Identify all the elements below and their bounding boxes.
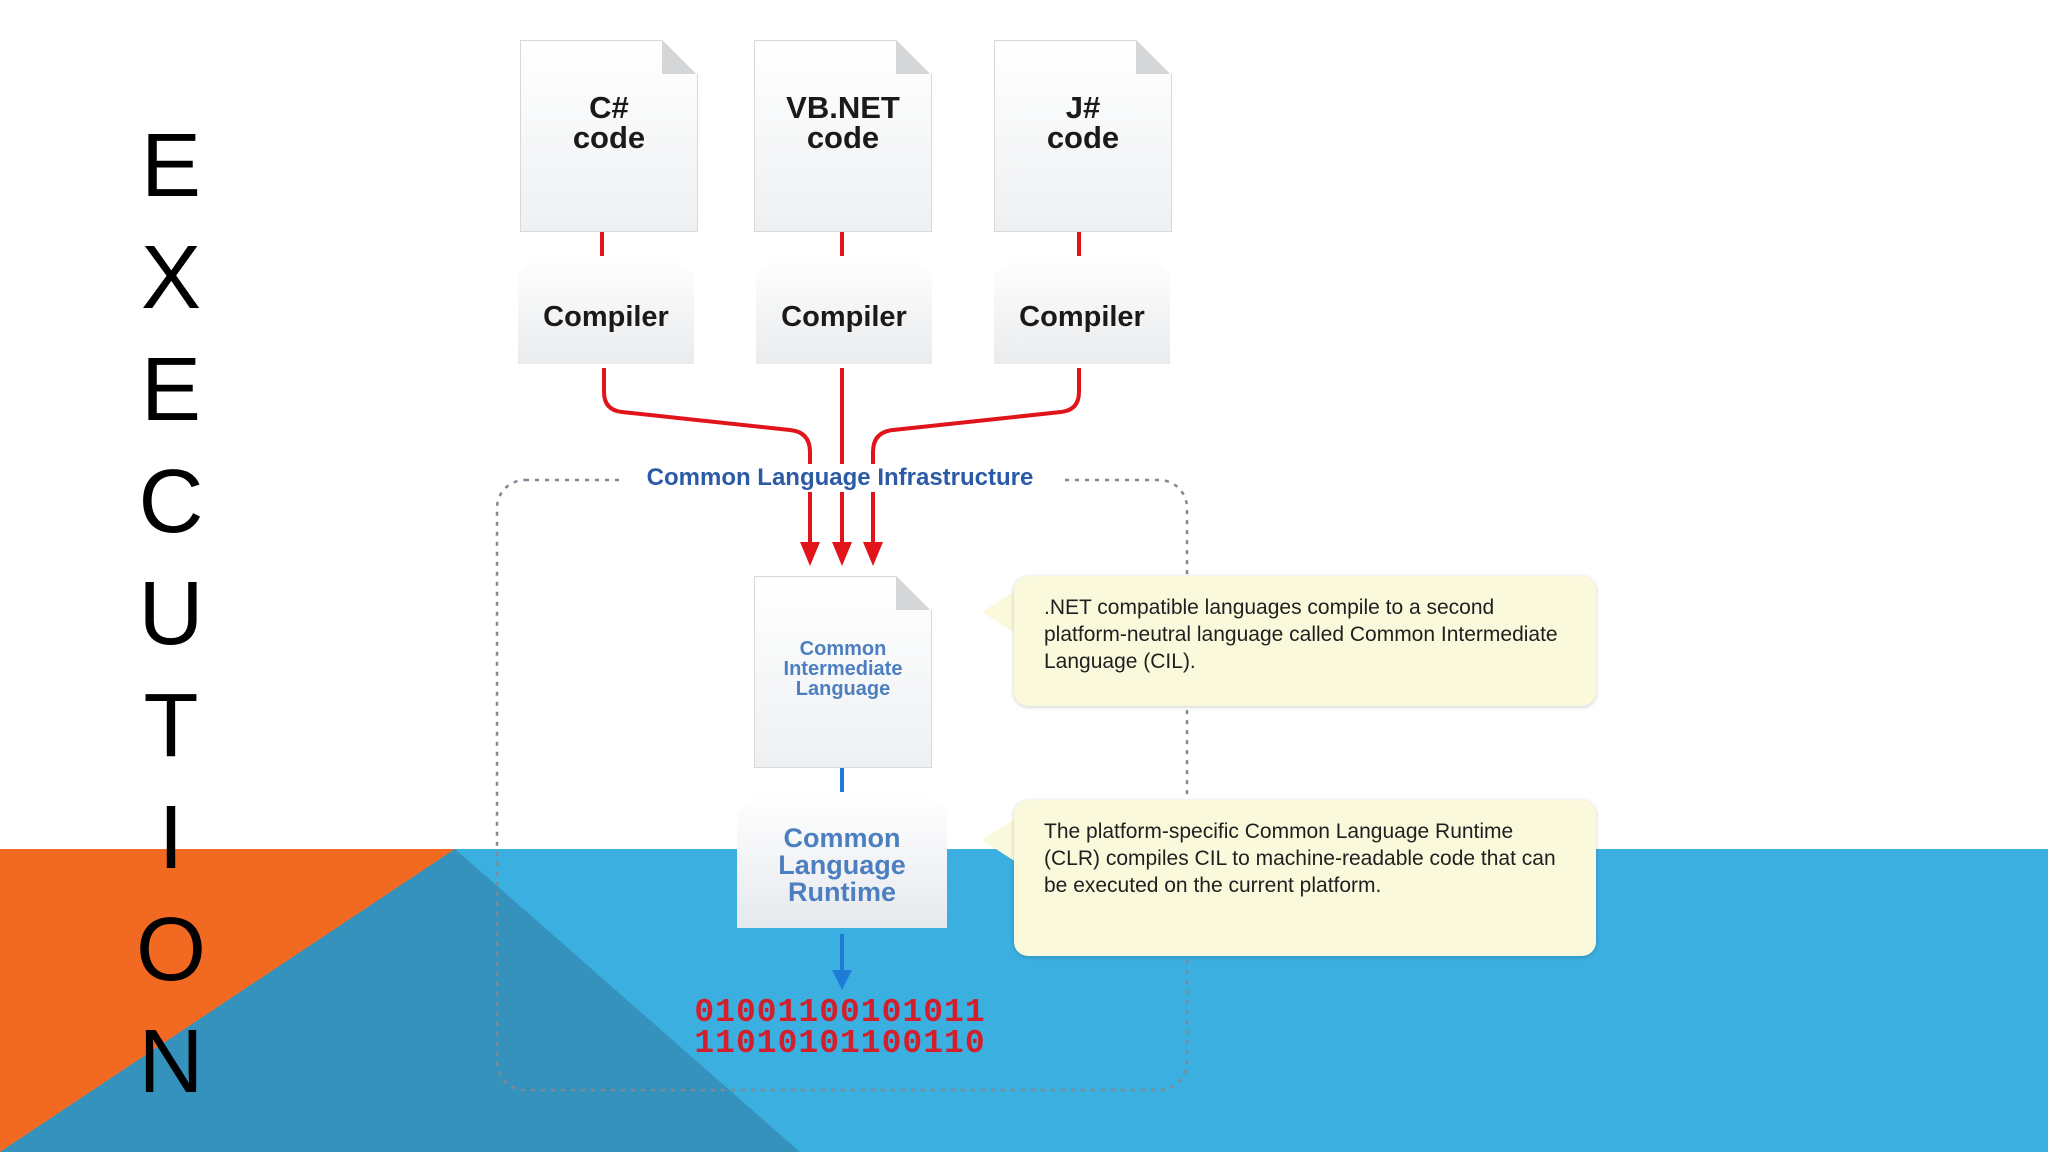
callout-tail-icon — [982, 818, 1016, 862]
clr-label-line: Common — [783, 822, 901, 853]
source-language-label: C# — [589, 90, 629, 125]
clr-label-line: Runtime — [787, 876, 896, 907]
cli-title: Common Language Infrastructure — [620, 464, 1060, 492]
title-letter: N — [138, 1012, 204, 1112]
binary-line: 11010101100110 — [694, 1025, 986, 1062]
source-code-label: code — [572, 120, 646, 155]
title-letter: U — [138, 564, 204, 664]
csharp-compiler-box: Compiler — [518, 256, 694, 364]
source-code-label: code — [806, 120, 880, 155]
connector-left — [602, 368, 812, 545]
title-letter: T — [143, 676, 199, 776]
title-letter: O — [135, 900, 206, 1000]
jsharp-compiler-box: Compiler — [994, 256, 1170, 364]
title-letter: I — [158, 788, 184, 888]
source-code-label: code — [1046, 120, 1120, 155]
title-letter: E — [140, 340, 202, 440]
cil-label-line: Language — [795, 678, 891, 700]
title-letter: X — [140, 228, 202, 328]
clr-callout-note: The platform-specific Common Language Ru… — [1014, 800, 1596, 956]
cli-frame — [495, 478, 1189, 1092]
title-letter: E — [140, 116, 202, 216]
clr-label-line: Language — [778, 849, 906, 880]
cil-callout-note: .NET compatible languages compile to a s… — [1014, 576, 1596, 706]
source-language-label: J# — [1065, 90, 1101, 125]
vertical-title: E X E C U T I O N — [126, 110, 216, 1118]
page-fold-icon — [662, 40, 696, 74]
page-fold-icon — [896, 576, 930, 610]
title-letter: C — [138, 452, 204, 552]
vbnet-compiler-box: Compiler — [756, 256, 932, 364]
binary-line: 01001100101011 — [694, 994, 986, 1031]
source-language-label: VB.NET — [786, 90, 900, 125]
cil-label-line: Intermediate — [783, 658, 903, 680]
cil-label-line: Common — [799, 638, 887, 660]
overlap-triangle — [0, 849, 800, 1152]
page-fold-icon — [896, 40, 930, 74]
callout-tail-icon — [982, 590, 1016, 634]
machine-code-output: 01001100101011 11010101100110 — [640, 994, 1040, 1062]
clr-box: Common Language Runtime — [737, 792, 947, 928]
page-fold-icon — [1136, 40, 1170, 74]
connector-right — [871, 368, 1081, 545]
